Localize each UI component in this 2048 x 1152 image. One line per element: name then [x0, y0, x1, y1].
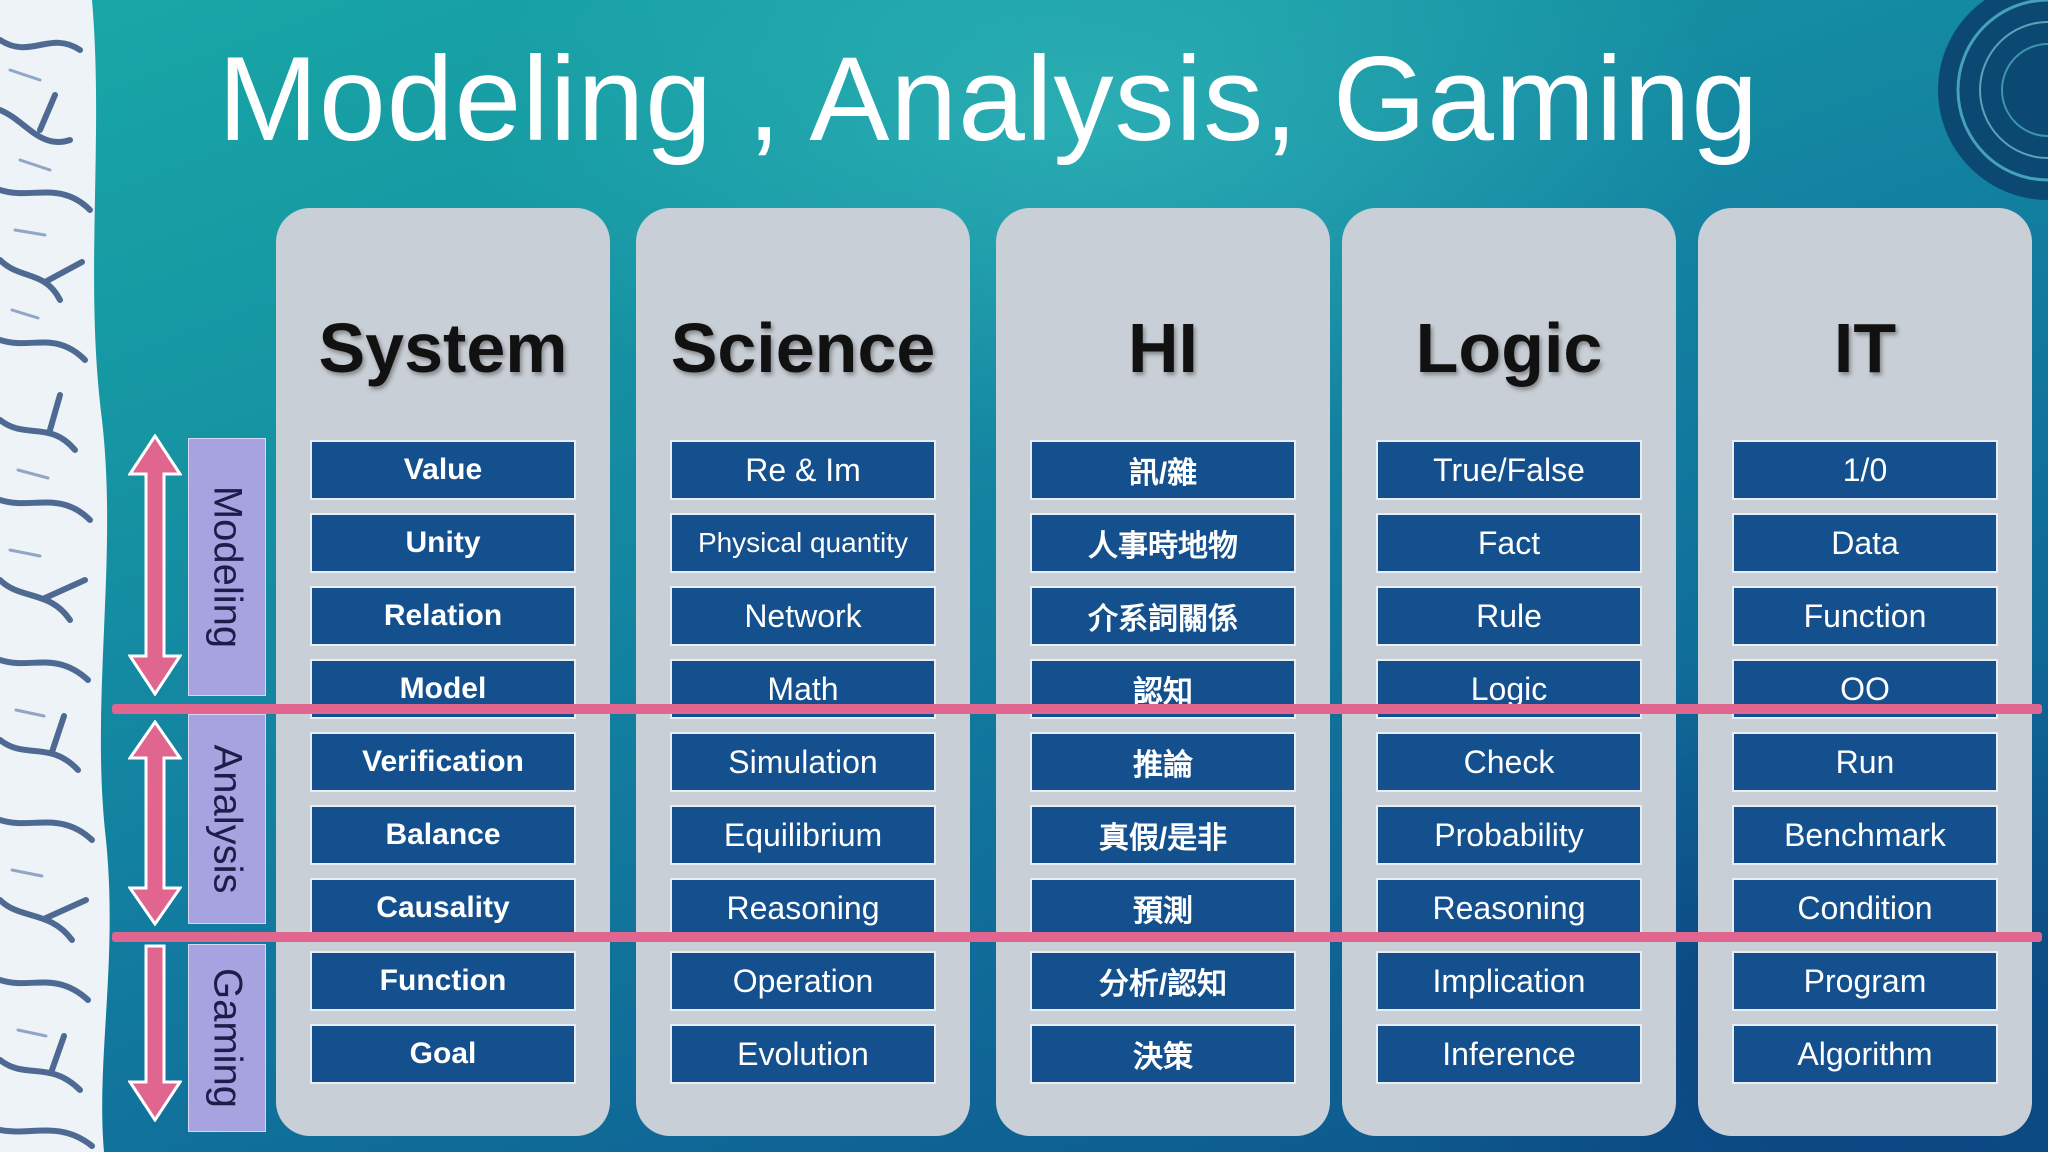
cell: Check	[1376, 732, 1642, 792]
divider-analysis-gaming	[112, 932, 2042, 942]
cell: Condition	[1732, 878, 1998, 938]
down-arrow-icon	[128, 944, 182, 1122]
cell: Rule	[1376, 586, 1642, 646]
cell: Equilibrium	[670, 805, 936, 865]
section-label-modeling: Modeling	[188, 438, 266, 696]
column-system: System Value Unity Relation Model Verifi…	[276, 208, 610, 1136]
section-label-gaming: Gaming	[188, 944, 266, 1132]
cell: 1/0	[1732, 440, 1998, 500]
cell: Program	[1732, 951, 1998, 1011]
cell: Reasoning	[1376, 878, 1642, 938]
double-arrow-icon	[128, 720, 182, 926]
cell: Balance	[310, 805, 576, 865]
cell: Benchmark	[1732, 805, 1998, 865]
decorative-circle	[1938, 0, 2048, 200]
section-label-text: Gaming	[205, 967, 250, 1109]
cell: Inference	[1376, 1024, 1642, 1084]
column-science: Science Re & Im Physical quantity Networ…	[636, 208, 970, 1136]
cell: 訊/雜	[1030, 440, 1296, 500]
cell: 推論	[1030, 732, 1296, 792]
section-label-text: Modeling	[205, 485, 250, 649]
cell: Reasoning	[670, 878, 936, 938]
cell: True/False	[1376, 440, 1642, 500]
cell: Algorithm	[1732, 1024, 1998, 1084]
cell: Simulation	[670, 732, 936, 792]
column-header: IT	[1833, 309, 1897, 387]
column-it: IT 1/0 Data Function OO Run Benchmark Co…	[1698, 208, 2032, 1136]
column-header: HI	[1128, 309, 1198, 387]
column-logic: Logic True/False Fact Rule Logic Check P…	[1342, 208, 1676, 1136]
double-arrow-icon	[128, 434, 182, 696]
cell: Physical quantity	[670, 513, 936, 573]
section-label-text: Analysis	[205, 744, 250, 894]
cell: Re & Im	[670, 440, 936, 500]
cell: 預測	[1030, 878, 1296, 938]
cell: Function	[310, 951, 576, 1011]
cell: Function	[1732, 586, 1998, 646]
cell: 介系詞關係	[1030, 586, 1296, 646]
section-label-analysis: Analysis	[188, 714, 266, 924]
cell: Data	[1732, 513, 1998, 573]
cell: Causality	[310, 878, 576, 938]
cell: 決策	[1030, 1024, 1296, 1084]
divider-modeling-analysis	[112, 704, 2042, 714]
cell: Value	[310, 440, 576, 500]
column-hi: HI 訊/雜 人事時地物 介系詞關係 認知 推論 真假/是非 預測 分析/認知 …	[996, 208, 1330, 1136]
cell: 真假/是非	[1030, 805, 1296, 865]
cell: Verification	[310, 732, 576, 792]
cell: Implication	[1376, 951, 1642, 1011]
column-header: Logic	[1415, 309, 1603, 387]
cell: 分析/認知	[1030, 951, 1296, 1011]
cell: Fact	[1376, 513, 1642, 573]
decorative-branches-strip	[0, 0, 110, 1152]
slide-title: Modeling , Analysis, Gaming	[218, 32, 1760, 166]
cell: Operation	[670, 951, 936, 1011]
cell: Relation	[310, 586, 576, 646]
cell: Evolution	[670, 1024, 936, 1084]
cell: 人事時地物	[1030, 513, 1296, 573]
cell: Goal	[310, 1024, 576, 1084]
column-header: Science	[670, 309, 936, 387]
cell: Network	[670, 586, 936, 646]
cell: Probability	[1376, 805, 1642, 865]
column-header: System	[318, 309, 568, 387]
cell: Run	[1732, 732, 1998, 792]
cell: Unity	[310, 513, 576, 573]
